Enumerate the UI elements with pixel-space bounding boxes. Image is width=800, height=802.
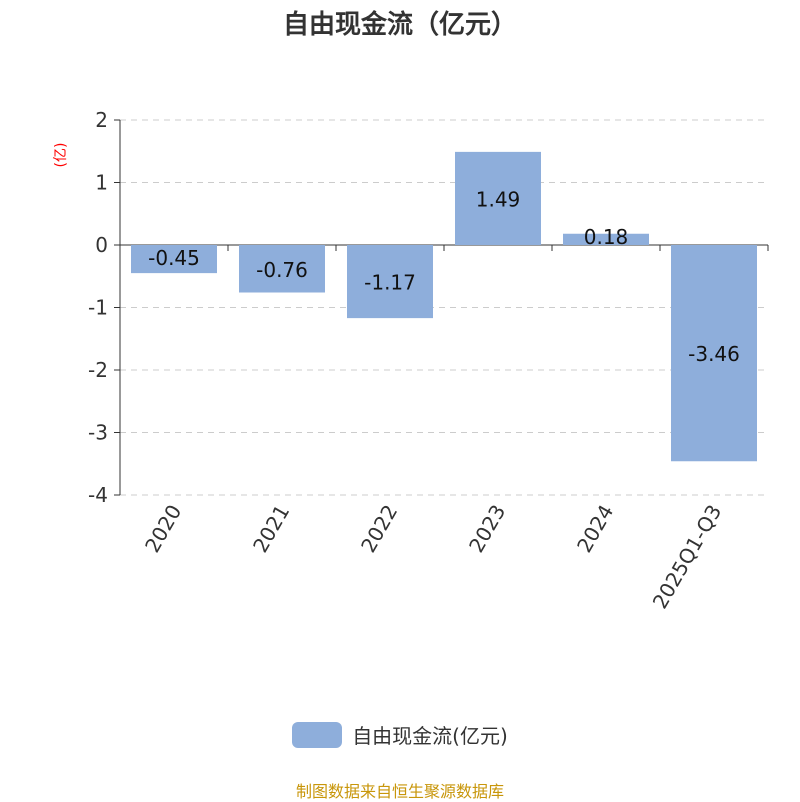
legend[interactable]: 自由现金流(亿元): [0, 720, 800, 749]
chart-title: 自由现金流（亿元）: [282, 10, 517, 40]
bar: [671, 245, 757, 462]
x-tick-label: 2025Q1-Q3: [648, 501, 727, 613]
x-tick-label: 2023: [464, 501, 510, 557]
data-label: -1.17: [364, 271, 416, 295]
y-tick-label: 2: [95, 108, 108, 132]
legend-label: 自由现金流(亿元): [352, 724, 508, 748]
x-tick-label: 2024: [572, 501, 618, 557]
bar: [239, 245, 325, 293]
y-tick-label: -4: [88, 483, 108, 507]
y-tick-label: -2: [88, 358, 108, 382]
bar-chart: 2 1 0 -1 -2 -3 -4 (亿) -0.45 2020 -0.76 2021 -1.17 202…: [53, 108, 769, 613]
x-tick-label: 2020: [140, 501, 186, 557]
bar: [347, 245, 433, 319]
x-tick-label: 2022: [356, 501, 402, 557]
data-label: 0.18: [584, 225, 629, 249]
source-note: 制图数据来自恒生聚源数据库: [295, 782, 504, 801]
y-tick-label: -3: [88, 421, 108, 445]
data-label: -0.45: [148, 246, 200, 270]
data-label: -3.46: [688, 342, 740, 366]
bar: [455, 151, 541, 245]
data-label: -0.76: [256, 258, 308, 282]
y-tick-label: 0: [95, 233, 108, 257]
y-axis-unit: (亿): [53, 143, 69, 168]
y-tick-label: -1: [88, 296, 108, 320]
legend-swatch: [292, 721, 343, 748]
x-tick-label: 2021: [248, 501, 294, 557]
bar: [563, 233, 649, 245]
y-tick-label: 1: [95, 171, 108, 195]
bar: [131, 245, 217, 274]
data-label: 1.49: [476, 187, 521, 211]
